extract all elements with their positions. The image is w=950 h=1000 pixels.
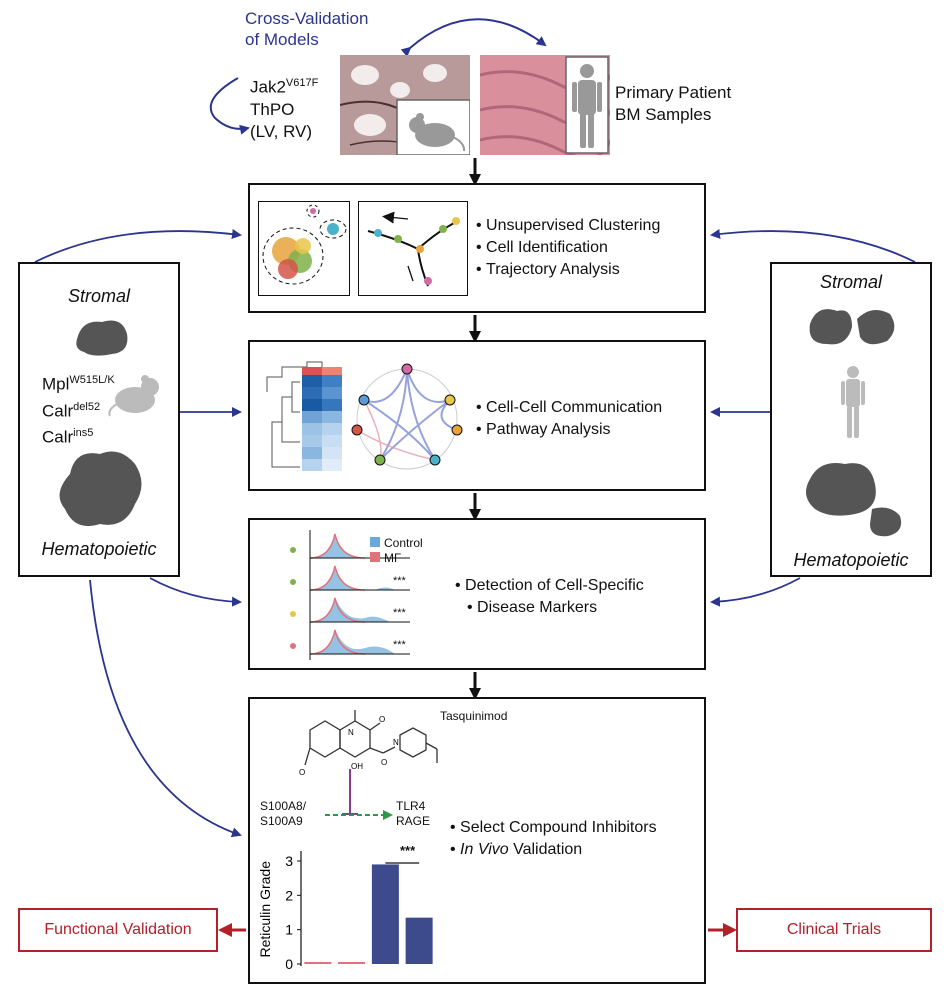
bullet-trajectory: Trajectory Analysis (476, 259, 660, 281)
panel-markers: Control MF *** *** *** Detection of Cell… (248, 518, 706, 670)
right-patient-box: Stromal Hematopoietic (770, 262, 932, 577)
right-stromal-umap (809, 309, 895, 345)
sig-marker: *** (393, 575, 406, 587)
clinical-trials-box: Clinical Trials (736, 908, 932, 952)
mouse-icon (409, 113, 466, 152)
bar-chart-sig: *** (400, 843, 416, 858)
reticulin-bar-chart: Reticulin Grade 0 1 2 3 (257, 851, 433, 972)
panel-communication: Cell-Cell Communication Pathway Analysis (248, 340, 706, 491)
bullet-unsupervised: Unsupervised Clustering (476, 215, 660, 237)
svg-text:N: N (348, 728, 354, 737)
svg-text:OH: OH (351, 762, 363, 771)
left-mouse-models-box: Stromal MplW515L/K Calrdel52 Calrins5 He… (18, 262, 180, 577)
svg-text:N: N (393, 738, 399, 747)
bullet-cell-identification: Cell Identification (476, 237, 660, 259)
mouse-histology-image (340, 55, 470, 155)
y-axis-label: Reticulin Grade (257, 861, 273, 958)
mouse-models-label: Jak2V617F ThPO (LV, RV) (250, 77, 319, 141)
bullet-cell-cell: Cell-Cell Communication (476, 397, 662, 419)
mutation-labels: MplW515L/K Calrdel52 Calrins5 (42, 374, 115, 447)
receptor-label: TLR4 RAGE (396, 799, 431, 828)
ridge-row-4 (290, 629, 410, 655)
cross-validation-arrow (400, 18, 547, 58)
svg-text:O: O (381, 758, 387, 767)
ridge-row-2 (290, 565, 410, 591)
bar (371, 864, 399, 964)
functional-validation-box: Functional Validation (18, 908, 218, 952)
left-stromal-umap (76, 320, 128, 356)
left-hematopoietic-umap (59, 451, 142, 527)
clustering-bullets: Unsupervised Clustering Cell Identificat… (476, 215, 660, 281)
trajectory-plot (358, 201, 468, 296)
tasquinimod-structure: N O OH O N O (299, 710, 438, 777)
left-stromal-label: Stromal (67, 286, 130, 306)
cross-validation-title: Cross-Validation of Models (245, 9, 369, 49)
left-hematopoietic-label: Hematopoietic (41, 539, 157, 559)
heatmap (266, 361, 342, 471)
svg-text:O: O (379, 715, 385, 724)
y-tick-label: 0 (285, 956, 293, 972)
panel-clustering: Unsupervised Clustering Cell Identificat… (248, 183, 706, 313)
right-hematopoietic-label: Hematopoietic (793, 550, 909, 570)
y-tick-label: 1 (285, 922, 293, 938)
loop-arrow (209, 77, 250, 135)
inhibitor-bullets: Select Compound Inhibitors In Vivo Valid… (450, 817, 657, 861)
right-human-icon (841, 366, 865, 438)
communication-network (351, 363, 463, 470)
left-mouse-icon (108, 375, 159, 417)
human-histology-image (480, 55, 610, 155)
sig-marker: *** (393, 607, 406, 619)
pathway-arrow (325, 810, 393, 820)
ridge-row-3 (290, 597, 410, 623)
y-tick-label: 3 (285, 853, 293, 869)
bar (405, 917, 433, 964)
right-stromal-label: Stromal (819, 272, 882, 292)
primary-samples-label: Primary Patient BM Samples (615, 83, 732, 124)
svg-text:O: O (299, 768, 305, 777)
communication-bullets: Cell-Cell Communication Pathway Analysis (476, 397, 662, 441)
right-hematopoietic-umap (806, 463, 902, 537)
ridge-legend: Control MF (370, 536, 423, 566)
bullet-pathway: Pathway Analysis (476, 419, 662, 441)
cluster-umap-plot (258, 201, 350, 296)
panel-inhibitors: N O OH O N O Tasquinimod S100A8/ S100A9 … (248, 697, 706, 984)
y-tick-label: 2 (285, 887, 293, 903)
sig-marker: *** (393, 639, 406, 651)
s100-label: S100A8/ S100A9 (260, 799, 307, 828)
compound-name: Tasquinimod (440, 709, 508, 723)
human-icon (572, 64, 602, 148)
ridge-row-1 (290, 533, 410, 559)
ridge-plot (290, 530, 410, 660)
markers-bullets: Detection of Cell-Specific Disease Marke… (455, 575, 644, 619)
